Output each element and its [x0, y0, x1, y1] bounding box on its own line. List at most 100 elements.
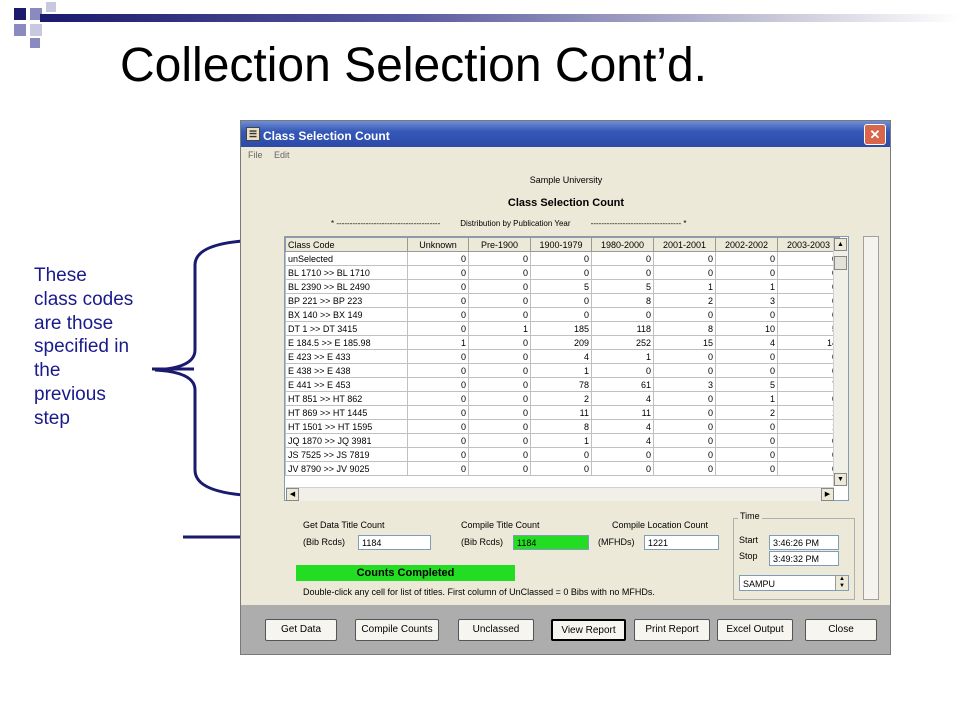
- count-cell[interactable]: 0: [468, 405, 531, 420]
- count-cell[interactable]: 0: [407, 279, 469, 294]
- count-cell[interactable]: 0: [407, 293, 469, 308]
- count-cell[interactable]: 0: [715, 349, 778, 364]
- table-row[interactable]: E 438 >> E 4380010000: [285, 363, 840, 378]
- count-cell[interactable]: 0: [777, 307, 840, 322]
- unclassed-button[interactable]: Unclassed: [458, 619, 534, 641]
- count-cell[interactable]: 0: [468, 251, 531, 266]
- table-row[interactable]: HT 869 >> HT 1445001111021: [285, 405, 840, 420]
- class-code-cell[interactable]: HT 1501 >> HT 1595: [285, 419, 408, 434]
- count-cell[interactable]: 0: [777, 293, 840, 308]
- table-row[interactable]: DT 1 >> DT 3415011851188105: [285, 321, 840, 336]
- count-cell[interactable]: 0: [407, 251, 469, 266]
- class-code-cell[interactable]: BX 140 >> BX 149: [285, 307, 408, 322]
- get-data-button[interactable]: Get Data: [265, 619, 337, 641]
- menu-file[interactable]: File: [248, 150, 263, 160]
- count-cell[interactable]: 0: [468, 349, 531, 364]
- count-cell[interactable]: 0: [715, 307, 778, 322]
- count-cell[interactable]: 14: [777, 335, 840, 350]
- count-cell[interactable]: 8: [653, 321, 716, 336]
- count-cell[interactable]: 10: [715, 321, 778, 336]
- count-cell[interactable]: 209: [530, 335, 592, 350]
- class-code-cell[interactable]: JS 7525 >> JS 7819: [285, 447, 408, 462]
- count-cell[interactable]: 0: [777, 279, 840, 294]
- column-header[interactable]: 1900-1979: [530, 237, 592, 252]
- table-row[interactable]: JV 8790 >> JV 90250000000: [285, 461, 840, 476]
- count-cell[interactable]: 0: [653, 363, 716, 378]
- count-cell[interactable]: 0: [653, 419, 716, 434]
- column-header[interactable]: Pre-1900: [468, 237, 531, 252]
- count-cell[interactable]: 0: [653, 433, 716, 448]
- count-cell[interactable]: 0: [777, 349, 840, 364]
- count-cell[interactable]: 0: [407, 461, 469, 476]
- count-cell[interactable]: 0: [468, 419, 531, 434]
- count-cell[interactable]: 8: [591, 293, 654, 308]
- count-cell[interactable]: 0: [407, 405, 469, 420]
- count-cell[interactable]: 0: [407, 419, 469, 434]
- class-code-cell[interactable]: JQ 1870 >> JQ 3981: [285, 433, 408, 448]
- count-cell[interactable]: 0: [468, 363, 531, 378]
- stop-time-field[interactable]: 3:49:32 PM: [769, 551, 839, 566]
- class-code-cell[interactable]: HT 851 >> HT 862: [285, 391, 408, 406]
- column-header[interactable]: 2003-2003: [777, 237, 840, 252]
- count-cell[interactable]: 185: [530, 321, 592, 336]
- menu-edit[interactable]: Edit: [274, 150, 290, 160]
- count-cell[interactable]: 0: [653, 251, 716, 266]
- count-cell[interactable]: 0: [715, 447, 778, 462]
- count-cell[interactable]: 0: [777, 461, 840, 476]
- count-cell[interactable]: 0: [468, 279, 531, 294]
- form-vertical-scrollbar[interactable]: [863, 236, 879, 600]
- count-cell[interactable]: 0: [468, 293, 531, 308]
- count-cell[interactable]: 0: [715, 419, 778, 434]
- count-cell[interactable]: 0: [407, 377, 469, 392]
- count-cell[interactable]: 0: [653, 391, 716, 406]
- count-cell[interactable]: 0: [530, 251, 592, 266]
- count-cell[interactable]: 0: [468, 433, 531, 448]
- count-cell[interactable]: 0: [530, 293, 592, 308]
- count-cell[interactable]: 0: [777, 447, 840, 462]
- class-code-cell[interactable]: E 441 >> E 453: [285, 377, 408, 392]
- grid-vertical-scrollbar[interactable]: ▲ ▼: [833, 238, 848, 486]
- class-code-cell[interactable]: BP 221 >> BP 223: [285, 293, 408, 308]
- count-cell[interactable]: 5: [777, 321, 840, 336]
- count-cell[interactable]: 1: [530, 363, 592, 378]
- count-cell[interactable]: 0: [468, 335, 531, 350]
- compile-location-count-field[interactable]: 1221: [644, 535, 719, 550]
- class-code-cell[interactable]: JV 8790 >> JV 9025: [285, 461, 408, 476]
- count-cell[interactable]: 1: [777, 405, 840, 420]
- class-code-cell[interactable]: E 438 >> E 438: [285, 363, 408, 378]
- count-cell[interactable]: 0: [468, 391, 531, 406]
- close-icon[interactable]: ✕: [864, 124, 886, 145]
- count-cell[interactable]: 11: [530, 405, 592, 420]
- count-cell[interactable]: 0: [777, 433, 840, 448]
- table-row[interactable]: HT 1501 >> HT 15950084001: [285, 419, 840, 434]
- scroll-right-icon[interactable]: ▶: [821, 488, 834, 501]
- count-cell[interactable]: 0: [591, 251, 654, 266]
- count-cell[interactable]: 0: [468, 265, 531, 280]
- close-button[interactable]: Close: [805, 619, 877, 641]
- count-cell[interactable]: 0: [530, 307, 592, 322]
- column-header[interactable]: 2002-2002: [715, 237, 778, 252]
- class-code-cell[interactable]: DT 1 >> DT 3415: [285, 321, 408, 336]
- class-code-cell[interactable]: BL 1710 >> BL 1710: [285, 265, 408, 280]
- count-cell[interactable]: 3: [715, 293, 778, 308]
- count-cell[interactable]: 1: [715, 279, 778, 294]
- count-cell[interactable]: 0: [653, 265, 716, 280]
- count-cell[interactable]: 0: [777, 391, 840, 406]
- count-cell[interactable]: 0: [591, 307, 654, 322]
- count-cell[interactable]: 118: [591, 321, 654, 336]
- count-cell[interactable]: 0: [653, 405, 716, 420]
- count-cell[interactable]: 1: [653, 279, 716, 294]
- column-header[interactable]: 2001-2001: [653, 237, 716, 252]
- count-cell[interactable]: 0: [468, 461, 531, 476]
- count-cell[interactable]: 0: [591, 461, 654, 476]
- table-row[interactable]: E 441 >> E 453007861357: [285, 377, 840, 392]
- table-row[interactable]: BX 140 >> BX 1490000000: [285, 307, 840, 322]
- class-code-cell[interactable]: HT 869 >> HT 1445: [285, 405, 408, 420]
- scroll-down-icon[interactable]: ▼: [834, 473, 847, 486]
- compile-title-count-field[interactable]: 1184: [513, 535, 589, 550]
- count-cell[interactable]: 2: [653, 293, 716, 308]
- count-cell[interactable]: 4: [591, 419, 654, 434]
- count-cell[interactable]: 5: [530, 279, 592, 294]
- count-cell[interactable]: 0: [407, 363, 469, 378]
- excel-output-button[interactable]: Excel Output: [717, 619, 793, 641]
